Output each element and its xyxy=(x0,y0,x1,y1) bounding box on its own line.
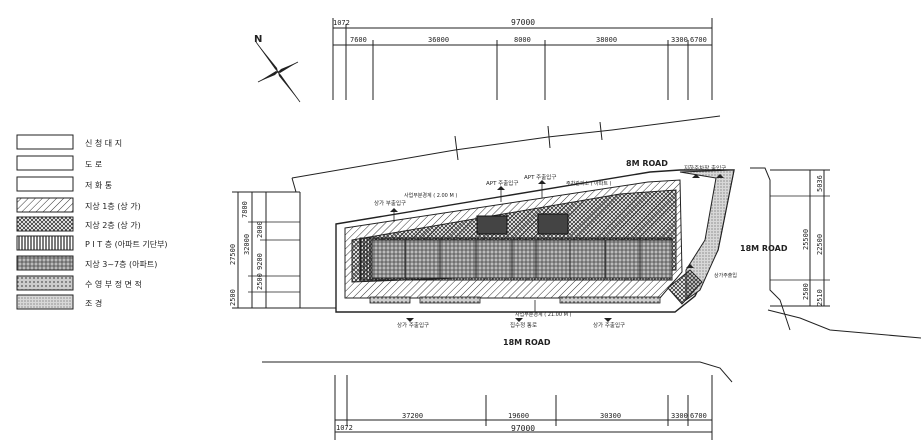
dim-top-seg: 7600 xyxy=(350,36,367,44)
legend-item: 저 화 통 xyxy=(16,176,112,192)
annotations: 사업부분경계 ( 2.00 M ) 상가 부출입구 APT 주출입구 APT 주… xyxy=(374,164,737,329)
entrance-marker-icon xyxy=(686,264,694,268)
dim-left: 2000 xyxy=(256,221,264,238)
dim-left: 27500 xyxy=(229,244,237,265)
dim-top-seg: 3300 xyxy=(671,36,688,44)
legend-label: 저 화 통 xyxy=(85,181,112,190)
road-label-south: 18M ROAD xyxy=(503,338,551,347)
core-block xyxy=(537,213,569,235)
dim-bottom-seg: 6700 xyxy=(690,412,707,420)
entrance-marker-icon xyxy=(716,174,724,178)
annotation-bottom-note: 사업부분경계 ( 21.00 M ) xyxy=(515,311,572,318)
dim-right: 2500 xyxy=(802,283,810,300)
dim-bottom-total: 97000 xyxy=(511,424,535,433)
dim-right: 25500 xyxy=(802,229,810,250)
entrance-marker-icon xyxy=(515,318,523,322)
legend-item: P I T 층 (아파트 기단부) xyxy=(16,235,168,251)
dim-left: 2500 xyxy=(229,289,237,306)
legend-label: 지상 1층 (상 가) xyxy=(85,201,141,211)
legend-label: 지상 3~7층 (아파트) xyxy=(85,259,157,269)
dim-bottom-seg: 3300 xyxy=(671,412,688,420)
site-area xyxy=(335,169,735,313)
entrance-marker-icon xyxy=(406,318,414,322)
dim-right: 5036 xyxy=(816,175,824,192)
legend-label: P I T 층 (아파트 기단부) xyxy=(85,239,168,249)
dim-right: 2510 xyxy=(816,289,824,306)
entrance-marker-icon xyxy=(604,318,612,322)
annotation-store-entrance: 상가 주출입구 xyxy=(593,321,625,329)
dim-left: 7800 xyxy=(241,201,249,218)
dim-bottom-seg: 19600 xyxy=(508,412,529,420)
legend-item: 수 영 부 정 면 적 xyxy=(16,275,142,291)
legend-item: 조 경 xyxy=(16,294,102,310)
dim-top-seg: 36000 xyxy=(428,36,449,44)
legend-item: 지상 2층 (상 가) xyxy=(16,216,141,232)
dim-bottom-left-small: 1072 xyxy=(336,424,353,432)
legend-item: 도 로 xyxy=(16,155,102,171)
road-label-east: 18M ROAD xyxy=(740,244,788,253)
annotation-apt-note: 주차관리소 ( 아파트 ) xyxy=(566,180,612,187)
legend-item: 지상 1층 (상 가) xyxy=(16,197,141,213)
legend-label: 신 청 대 지 xyxy=(85,139,122,148)
dim-bottom-seg: 37200 xyxy=(402,412,423,420)
annotation-apt-entrance: APT 주출입구 xyxy=(524,173,556,181)
dim-top-seg: 8000 xyxy=(514,36,531,44)
dim-left: 9200 xyxy=(256,253,264,270)
legend-item: 신 청 대 지 xyxy=(16,134,122,150)
dim-top-left-small: 1072 xyxy=(333,19,350,27)
entrance-marker-icon xyxy=(497,186,505,202)
legend-label: 수 영 부 정 면 적 xyxy=(85,279,142,289)
road-lines xyxy=(262,115,921,383)
left-dimensions: 7800 27500 32000 2000 9200 2500 2500 xyxy=(229,191,300,309)
north-arrow-icon: N xyxy=(254,34,301,103)
entrance-marker-icon xyxy=(692,174,700,178)
annotation-vent-top: 사업부분경계 ( 2.00 M ) xyxy=(404,192,457,199)
entrance-marker-icon xyxy=(538,180,546,198)
annotation-parking-entrance: 지하주차장 출입구 xyxy=(684,164,726,172)
annotation-store-entrance: 상가 주출입구 xyxy=(397,321,429,329)
annotation-apt-entrance: APT 주출입구 xyxy=(486,179,518,187)
annotation-culvert: 집수정 통로 xyxy=(510,322,537,329)
dim-right: 22500 xyxy=(816,234,824,255)
bottom-dimensions: 37200 19600 30300 3300 6700 1072 97000 xyxy=(334,375,713,440)
dim-top-seg: 38000 xyxy=(596,36,617,44)
right-dimensions: 5036 25500 22500 2500 2510 xyxy=(770,169,830,307)
core-block xyxy=(476,215,508,235)
north-label: N xyxy=(254,34,262,45)
annotation-store-entrance: 상가 부출입구 xyxy=(374,199,406,207)
dim-top-seg: 6700 xyxy=(690,36,707,44)
dim-left: 32000 xyxy=(243,234,251,255)
legend-label: 지상 2층 (상 가) xyxy=(85,220,141,230)
dim-top-total: 97000 xyxy=(511,18,535,27)
legend-label: 조 경 xyxy=(85,298,102,308)
legend-label: 도 로 xyxy=(85,160,102,169)
legend-item: 지상 3~7층 (아파트) xyxy=(16,255,157,271)
road-label-north: 8M ROAD xyxy=(626,159,668,168)
dim-left: 2500 xyxy=(256,273,264,290)
annotation-right-entrance: 상가주출입 xyxy=(714,272,737,279)
legend: 신 청 대 지 도 로 저 화 통 지상 1층 (상 가) 지상 2층 (상 가… xyxy=(16,134,168,310)
dim-bottom-seg: 30300 xyxy=(600,412,621,420)
apartment-block-dividers xyxy=(404,240,641,278)
entrance-marker-icon xyxy=(390,208,398,222)
top-dimensions: 1072 97000 7600 36000 8000 38000 3300 67… xyxy=(332,18,713,100)
